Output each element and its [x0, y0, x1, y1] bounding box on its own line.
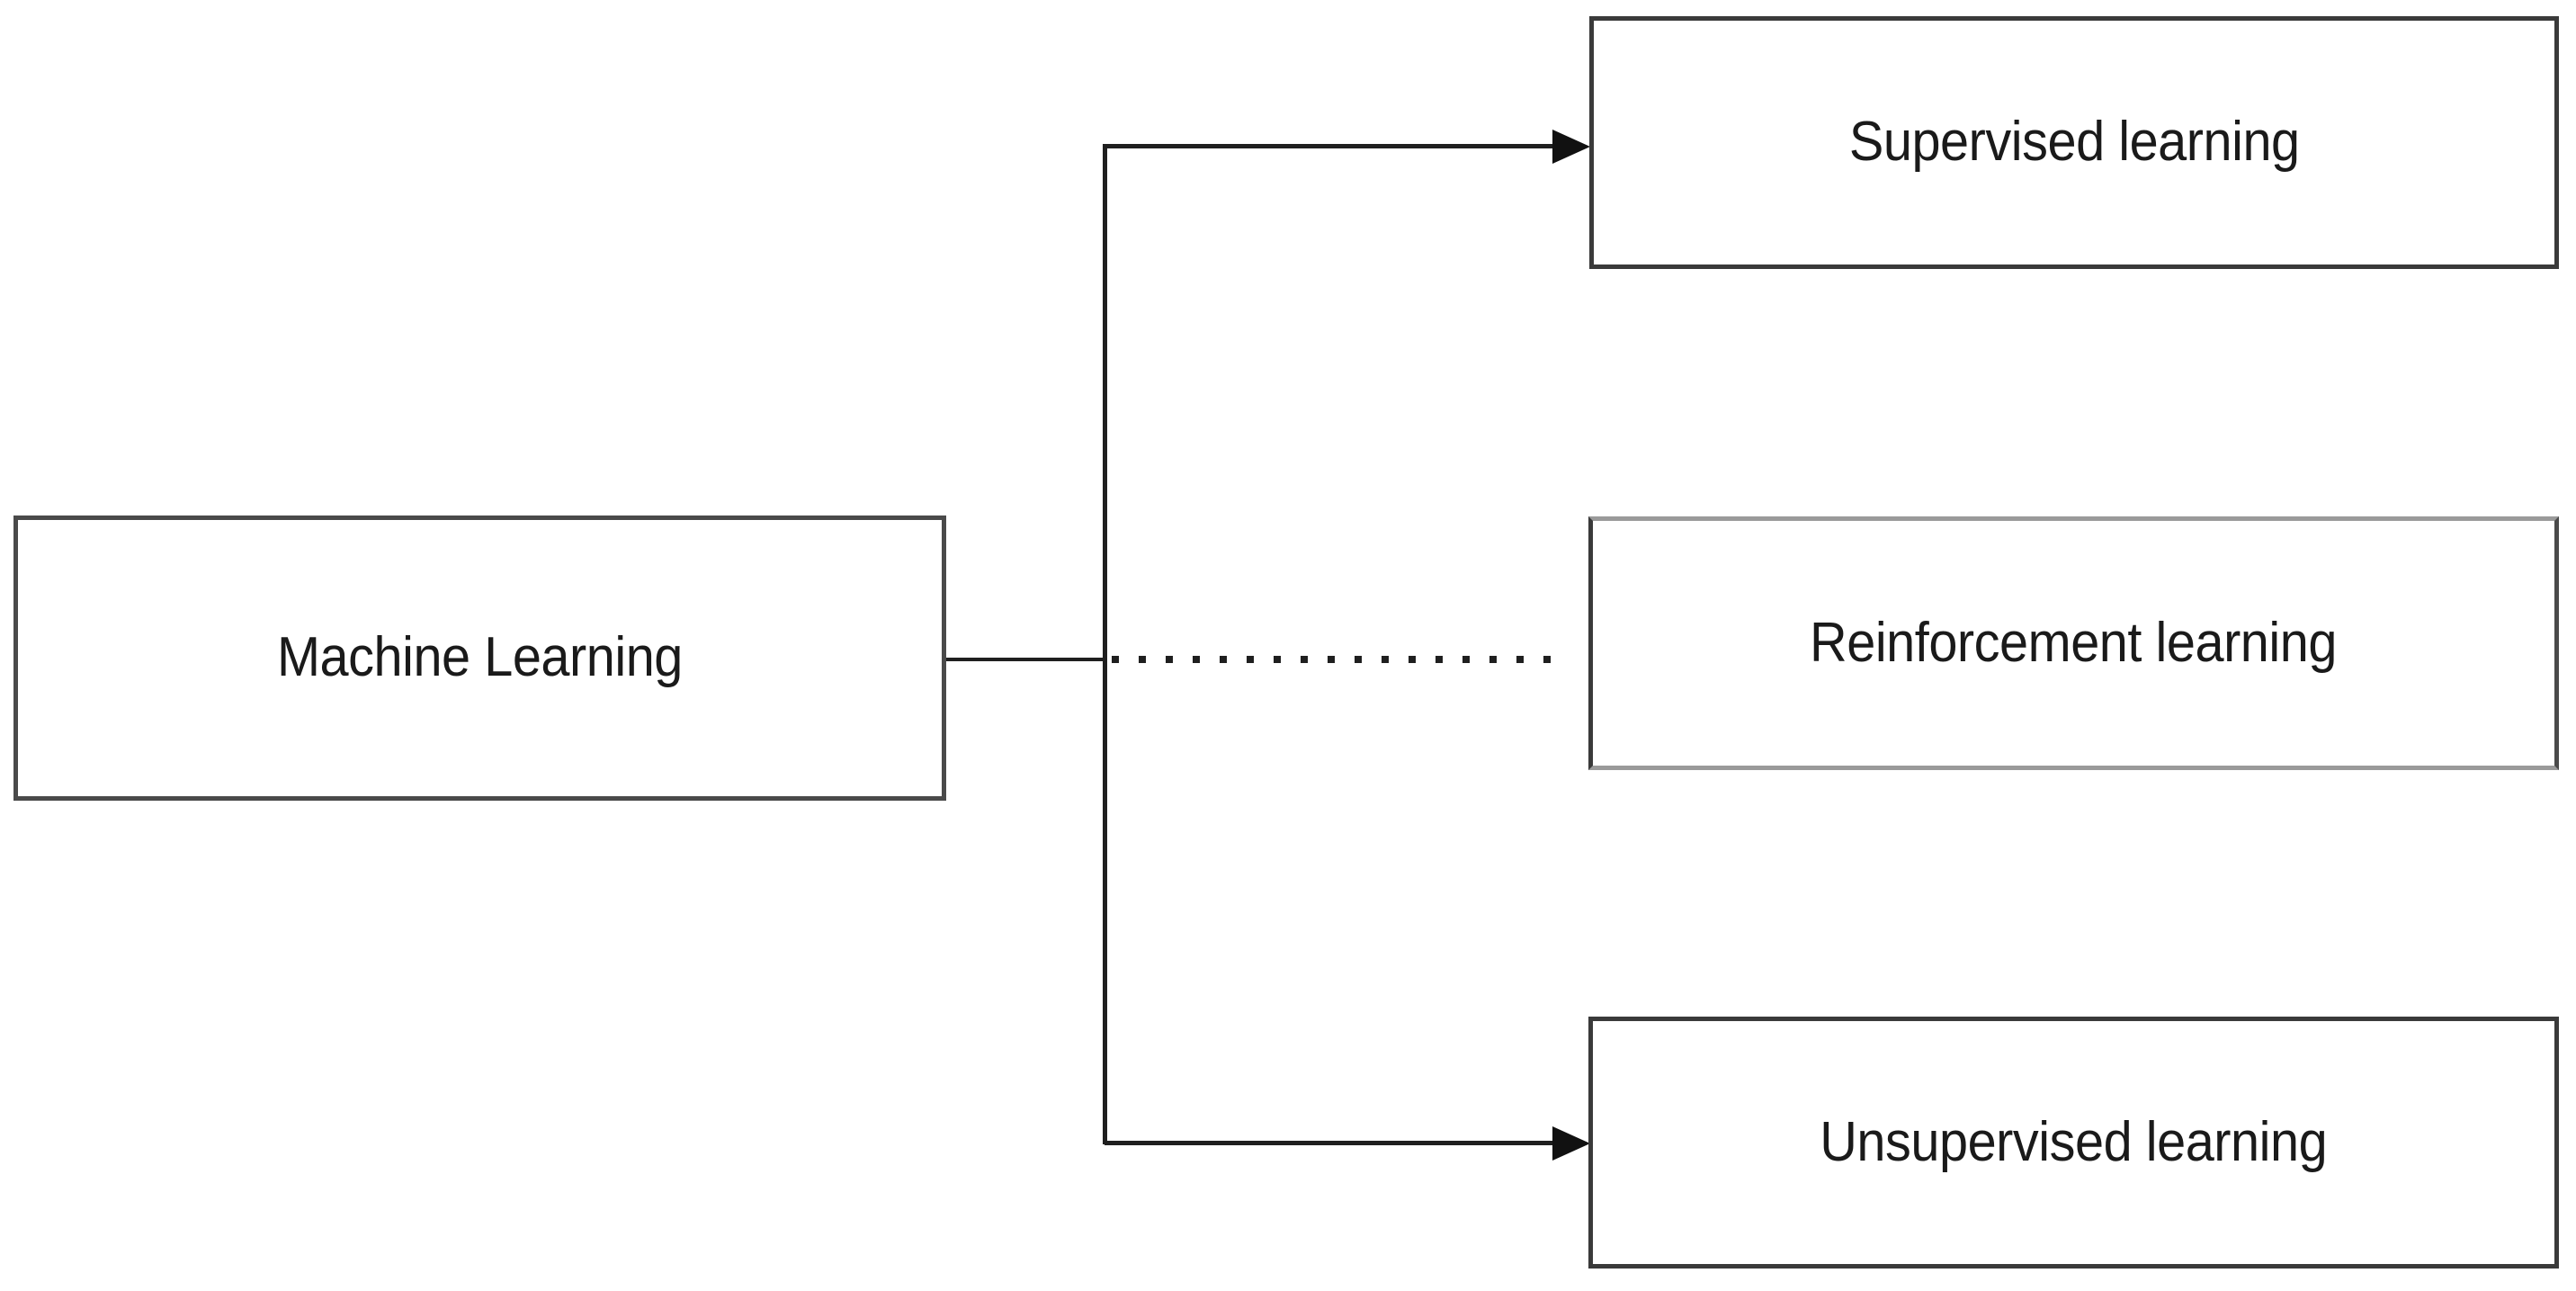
arrow-right-icon-supervised [1552, 130, 1590, 164]
connector-vertical-trunk [1103, 144, 1107, 1144]
connector-root-stub [946, 658, 1106, 661]
node-unsupervised-learning-label: Unsupervised learning [1820, 1110, 2328, 1173]
connector-branch-unsupervised [1105, 1141, 1554, 1145]
node-supervised-learning[interactable]: Supervised learning [1589, 16, 2559, 269]
node-unsupervised-learning[interactable]: Unsupervised learning [1588, 1017, 2559, 1269]
node-reinforcement-learning[interactable]: Reinforcement learning [1588, 516, 2559, 770]
node-machine-learning-label: Machine Learning [277, 626, 683, 689]
node-machine-learning[interactable]: Machine Learning [13, 516, 946, 801]
connector-branch-reinforcement-dotted [1112, 656, 1570, 663]
arrow-right-icon-unsupervised [1552, 1126, 1590, 1161]
connector-branch-supervised [1105, 144, 1554, 148]
node-supervised-learning-label: Supervised learning [1848, 111, 2300, 174]
node-reinforcement-learning-label: Reinforcement learning [1810, 611, 2338, 674]
